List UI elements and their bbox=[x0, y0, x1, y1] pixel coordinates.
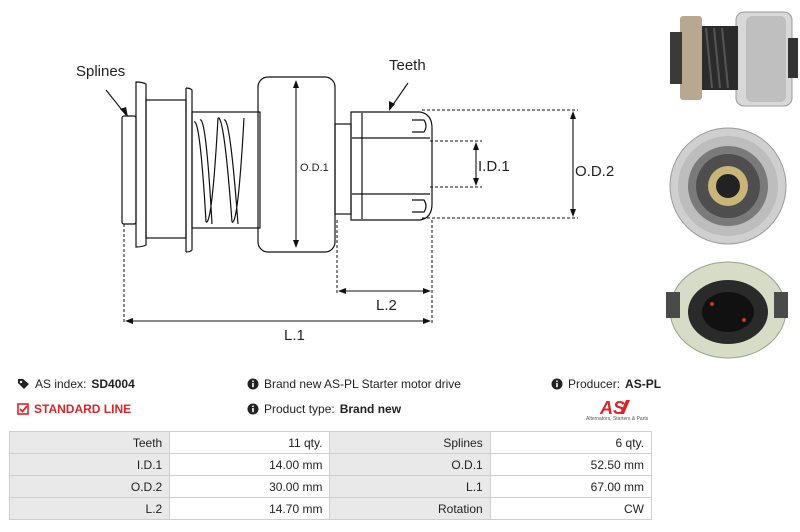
label-l1: L.1 bbox=[284, 327, 305, 344]
spec-value: 52.50 mm bbox=[489, 453, 653, 476]
as-index: AS index: SD4004 bbox=[17, 377, 135, 391]
info-circle-icon bbox=[551, 378, 563, 390]
standard-line: STANDARD LINE bbox=[17, 402, 131, 416]
product-type-value: Brand new bbox=[339, 402, 402, 416]
producer-value: AS-PL bbox=[625, 377, 662, 391]
table-row: I.D.1 14.00 mm O.D.1 52.50 mm bbox=[8, 453, 653, 476]
as-index-value: SD4004 bbox=[91, 377, 135, 391]
tags-icon bbox=[18, 379, 29, 389]
label-od2: O.D.2 bbox=[575, 163, 614, 180]
spec-value: CW bbox=[489, 497, 653, 520]
label-teeth: Teeth bbox=[389, 57, 426, 74]
label-id1: I.D.1 bbox=[478, 158, 510, 175]
photo-front-view bbox=[669, 127, 787, 245]
neck bbox=[334, 123, 352, 215]
label-l2: L.2 bbox=[376, 297, 397, 314]
spec-label: Rotation bbox=[329, 497, 491, 520]
logo-subtitle: Alternators, Starters & Parts bbox=[586, 416, 649, 422]
clutch-ring bbox=[145, 99, 187, 239]
shaft bbox=[191, 111, 261, 229]
technical-drawing: Splines Teeth O.D.1 I.D.1 O.D.2 L.2 L.1 bbox=[76, 57, 614, 344]
spec-label: Teeth bbox=[8, 431, 171, 454]
photo-rear-view bbox=[666, 261, 788, 359]
spring bbox=[193, 117, 245, 225]
spec-value: 30.00 mm bbox=[169, 475, 331, 498]
standard-line-text: STANDARD LINE bbox=[34, 402, 132, 416]
spec-value: 14.70 mm bbox=[169, 497, 331, 520]
product-type-label: Product type: bbox=[264, 402, 335, 416]
table-row: L.2 14.70 mm Rotation CW bbox=[8, 497, 653, 520]
info-circle-icon bbox=[247, 403, 259, 415]
producer-label: Producer: bbox=[568, 377, 621, 391]
spec-value: 6 qty. bbox=[489, 431, 653, 454]
as-pl-logo: AS bbox=[599, 398, 630, 418]
spec-label: O.D.1 bbox=[329, 453, 491, 476]
description: Brand new AS-PL Starter motor drive bbox=[247, 377, 461, 391]
info-circle-icon bbox=[247, 378, 259, 390]
label-od1: O.D.1 bbox=[300, 162, 329, 174]
spec-label: I.D.1 bbox=[8, 453, 171, 476]
specs-table: Teeth 11 qty. Splines 6 qty. I.D.1 14.00… bbox=[8, 431, 653, 520]
flange-plate bbox=[135, 81, 147, 248]
spec-value: 67.00 mm bbox=[489, 475, 653, 498]
collar bbox=[185, 87, 193, 253]
pinion bbox=[350, 111, 433, 221]
table-row: O.D.2 30.00 mm L.1 67.00 mm bbox=[8, 475, 653, 498]
spec-value: 11 qty. bbox=[169, 431, 331, 454]
spec-label: Splines bbox=[329, 431, 491, 454]
description-text: Brand new AS-PL Starter motor drive bbox=[264, 377, 461, 391]
spline-hub bbox=[121, 115, 137, 225]
spec-label: O.D.2 bbox=[8, 475, 171, 498]
producer: Producer: AS-PL bbox=[551, 377, 661, 391]
logo-text: AS bbox=[599, 398, 625, 418]
table-row: Teeth 11 qty. Splines 6 qty. bbox=[8, 431, 653, 454]
check-square-icon bbox=[17, 403, 29, 415]
label-splines: Splines bbox=[76, 63, 125, 80]
spec-label: L.1 bbox=[329, 475, 491, 498]
photo-side-view bbox=[670, 11, 798, 107]
product-type: Product type: Brand new bbox=[247, 402, 401, 416]
spec-label: L.2 bbox=[8, 497, 171, 520]
as-index-label: AS index: bbox=[35, 377, 87, 391]
spec-value: 14.00 mm bbox=[169, 453, 331, 476]
